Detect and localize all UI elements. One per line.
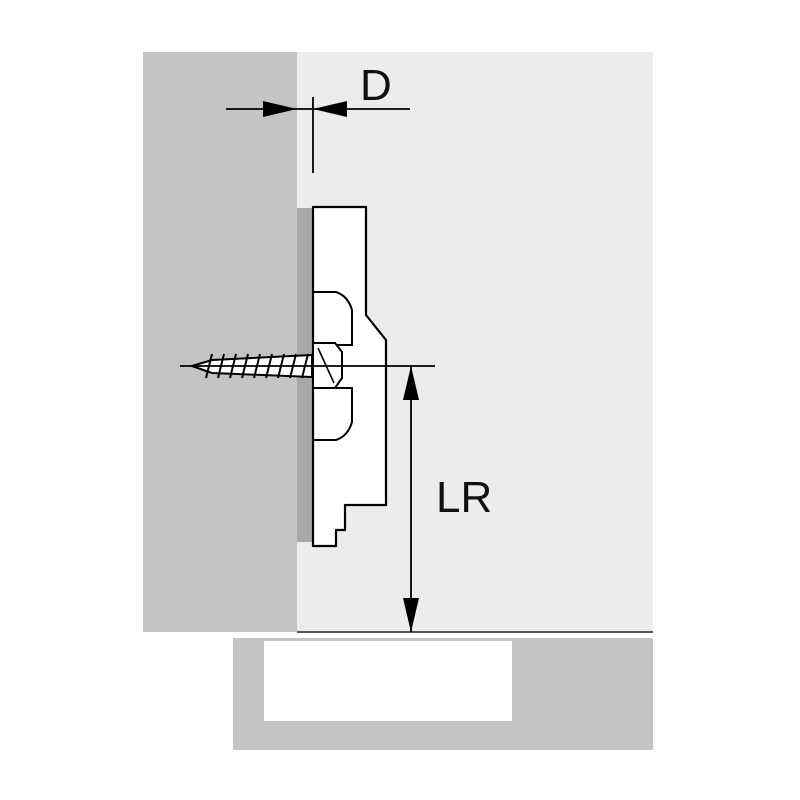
- depth-label: D: [360, 61, 392, 110]
- depth-arrow-right: [313, 101, 347, 117]
- plate-lower-boss: [313, 387, 353, 441]
- depth-arrow-left: [263, 101, 297, 117]
- lr-label: LR: [436, 473, 492, 522]
- lr-arrow-top: [403, 366, 419, 400]
- lr-arrow-bottom: [403, 598, 419, 632]
- cabinet-side-panel: [143, 52, 297, 632]
- plate-upper-boss: [313, 291, 353, 346]
- door-cutout: [264, 641, 512, 721]
